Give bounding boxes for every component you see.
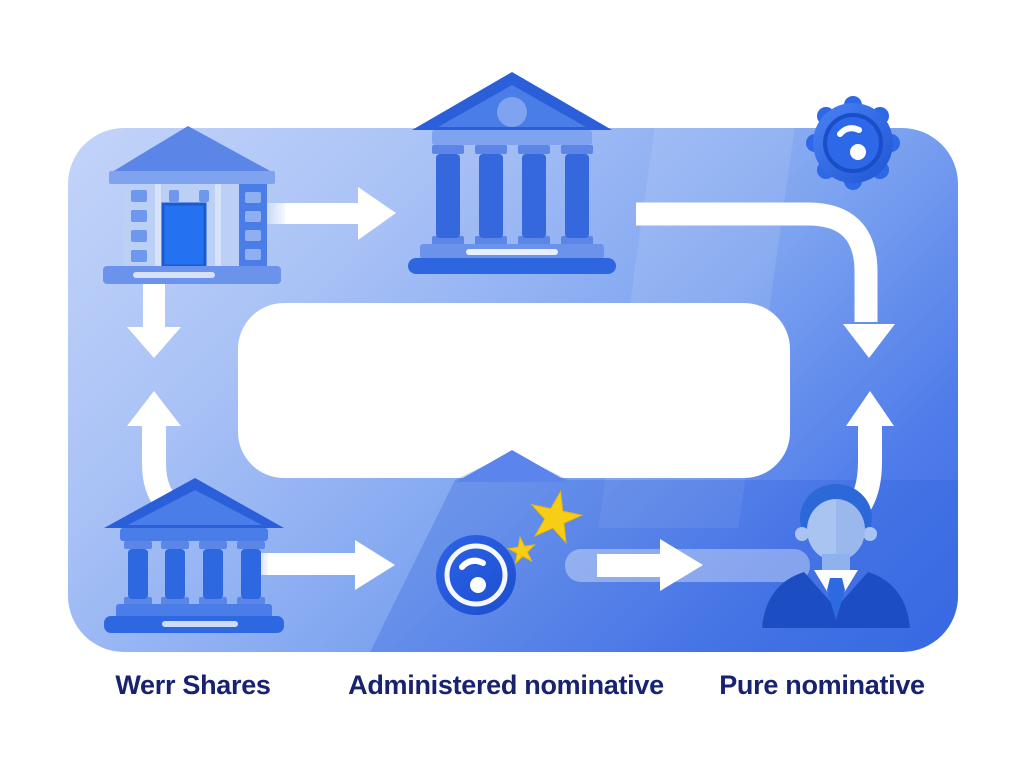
label-administered-nominative: Administered nominative	[348, 670, 664, 700]
label-pure-nominative: Pure nominative	[719, 670, 925, 700]
arrow-center-to-right-elbow	[636, 202, 878, 322]
coin-badge-icon	[436, 535, 516, 615]
bank-branch-building-icon	[103, 126, 281, 284]
arrow-bottom-left-to-coin	[268, 553, 356, 575]
arrow-left-down	[143, 282, 165, 329]
investor-person-icon	[762, 484, 910, 628]
arrow-left-up	[127, 391, 181, 426]
central-bank-icon	[408, 72, 616, 274]
arrow-right-up	[846, 391, 894, 426]
gear-coin-icon	[806, 96, 900, 190]
star-icon	[506, 490, 584, 565]
arrow-coin-to-person	[597, 554, 661, 577]
arrow-top-left-to-center	[285, 203, 361, 224]
white-card	[238, 303, 790, 478]
label-werr-shares: Werr Shares	[115, 670, 271, 700]
bank-columns-icon	[104, 478, 284, 633]
